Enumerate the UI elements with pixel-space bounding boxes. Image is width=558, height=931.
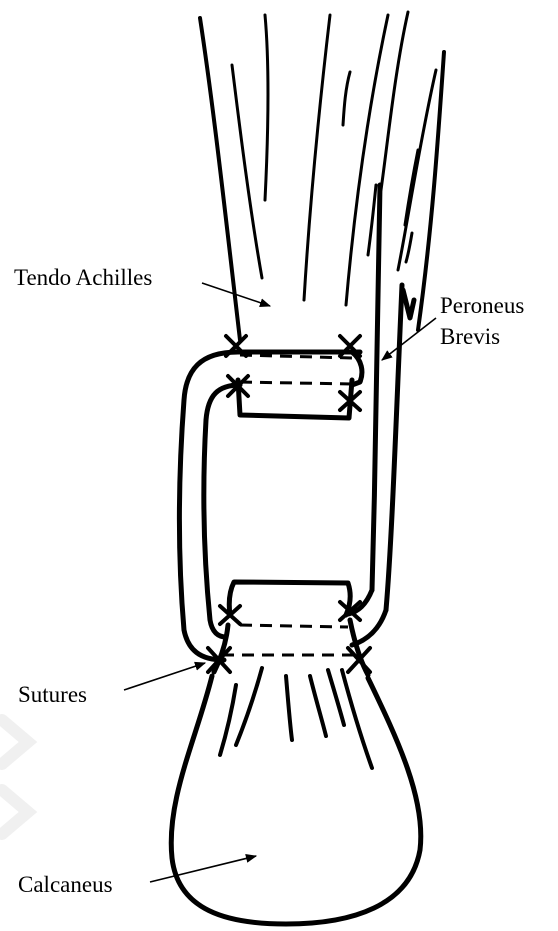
calcaneus-arrow xyxy=(150,856,256,882)
brevis-label: Brevis xyxy=(440,325,500,348)
sutures-label: Sutures xyxy=(18,683,87,706)
suture-lines xyxy=(222,355,354,655)
distal-tendon-stump xyxy=(214,582,368,675)
peroneus-label: Peroneus xyxy=(440,294,524,317)
watermark-mark xyxy=(2,720,28,834)
sutures-arrow xyxy=(124,663,205,690)
peroneus-brevis-graft xyxy=(180,185,415,660)
calcaneus-bone xyxy=(171,668,421,924)
peroneus-brevis-arrow xyxy=(382,318,436,360)
tendo-achilles-label: Tendo Achilles xyxy=(14,266,152,289)
calcaneus-label: Calcaneus xyxy=(18,873,113,896)
